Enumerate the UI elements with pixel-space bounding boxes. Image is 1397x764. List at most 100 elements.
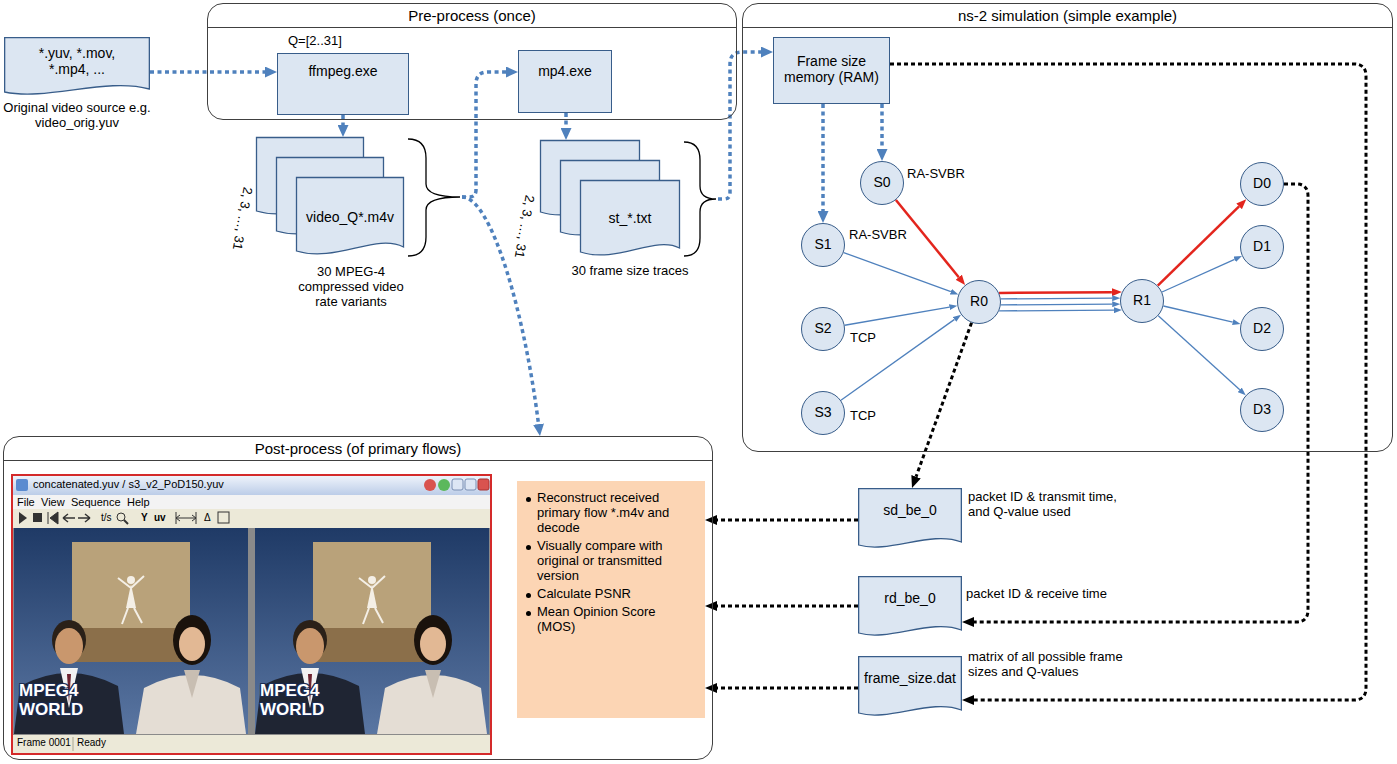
connector [999, 291, 1112, 294]
video-caption: MPEG4 WORLD [260, 682, 356, 719]
connector [718, 52, 761, 199]
status-text: Frame 0001 [17, 737, 71, 749]
brace [684, 142, 716, 256]
box-label: mp4.exe [519, 63, 611, 79]
connector [845, 307, 950, 325]
network-node: D0 [1240, 162, 1284, 206]
connector [341, 115, 345, 125]
toolbar-label: Y [141, 512, 148, 524]
connector [1162, 259, 1235, 292]
network-node: S3 [801, 391, 845, 435]
menu-bar [13, 495, 490, 509]
document-outline [859, 577, 962, 635]
back-icon [63, 514, 75, 522]
toolbar-label: Δ [204, 512, 211, 524]
document-shape [858, 656, 962, 718]
header-rule [208, 27, 736, 28]
play-icon [19, 512, 27, 524]
first-icon [48, 512, 58, 524]
status-divider [73, 737, 74, 751]
fit-icon [176, 512, 196, 524]
connector [999, 310, 1114, 312]
menu-item: View [41, 496, 65, 509]
menu-item: File [17, 496, 35, 509]
file-sheet [297, 178, 404, 254]
trace-file: rd_be_0packet ID & receive time [858, 576, 962, 638]
connector [564, 113, 568, 128]
status-bar [13, 735, 490, 753]
network-node: R1 [1120, 279, 1164, 323]
task-list: Reconstruct received primary flow *.m4v … [517, 481, 705, 718]
screenshot-window: concatenated.yuv / s3_v2_PoD150.yuvFile V… [11, 474, 492, 755]
connector [1001, 298, 1112, 300]
process-box: mp4.exe [518, 50, 612, 113]
file-types: *.yuv, *.mov, *.mp4, ... [22, 45, 132, 77]
file-name: video_Q*.m4v [296, 209, 404, 225]
app-icon [16, 479, 28, 491]
header-rule [743, 27, 1392, 28]
flow-type: RA-SVBR [849, 228, 907, 243]
title-button [424, 479, 436, 491]
flow-type: TCP [850, 409, 876, 424]
node-name: R0 [958, 293, 1000, 309]
bullet-dot [526, 545, 531, 550]
network-node: R0 [957, 280, 1001, 324]
menu-item: Sequence [71, 496, 121, 509]
stop-icon [33, 513, 42, 522]
connector [1001, 304, 1112, 306]
bullet-dot [526, 593, 531, 598]
trace-file: sd_be_0packet ID & transmit time, and Q-… [858, 488, 962, 550]
frame-area [13, 528, 490, 735]
node-name: D2 [1241, 320, 1283, 336]
connector [916, 323, 971, 477]
connector [462, 72, 506, 197]
connector [1158, 316, 1240, 390]
task-item: Visually compare with original or transm… [537, 539, 697, 584]
document-outline [859, 489, 962, 547]
file-sheet [581, 181, 680, 255]
bullet-dot [526, 611, 531, 616]
box-label: Frame size memory (RAM) [778, 53, 885, 85]
file-caption: Original video source e.g. video_orig.yu… [2, 101, 152, 131]
stage-panel: ns-2 simulation (simple example) Frame si… [742, 3, 1393, 452]
node-name: S2 [802, 320, 844, 336]
window-title: concatenated.yuv / s3_v2_PoD150.yuv [33, 478, 224, 491]
memory-box: Frame size memory (RAM) [773, 37, 890, 104]
variant-range: 2, 3, …, 31 [511, 193, 537, 258]
right-frame [255, 528, 489, 734]
file-note: packet ID & receive time [966, 587, 1156, 602]
connector [844, 253, 951, 292]
connector [880, 104, 884, 149]
variant-range: 2, 3, …, 31 [229, 185, 255, 250]
network-node: S0 [860, 161, 904, 205]
video-caption: MPEG4 WORLD [19, 682, 115, 719]
stack-caption: 30 MPEG-4 compressed video rate variants [291, 265, 411, 310]
file-note: matrix of all possible frame sizes and Q… [968, 650, 1133, 680]
network-node: D3 [1240, 388, 1284, 432]
flow-type: TCP [850, 331, 876, 346]
task-item: Calculate PSNR [537, 587, 697, 602]
file-name: frame_size.dat [858, 670, 962, 686]
panel-title: Pre-process (once) [208, 7, 736, 24]
minimize-button [452, 479, 463, 490]
menu-item: Help [127, 496, 150, 509]
stage-panel: Pre-process (once) Q=[2..31]ffmpeg.exe mp4… [207, 3, 737, 120]
box-label: ffmpeg.exe [278, 63, 408, 79]
toolbar [13, 509, 490, 528]
maximize-button [465, 479, 476, 490]
node-name: S1 [802, 236, 844, 252]
window-chrome [13, 476, 490, 753]
network-node: S1 [801, 223, 845, 267]
file-stack-sheets [257, 138, 680, 255]
document-shape [858, 576, 962, 638]
connector [1158, 206, 1239, 285]
header-rule [4, 460, 712, 461]
node-name: S3 [802, 404, 844, 420]
status-text: Ready [77, 737, 106, 749]
file-stack: st_*.txt30 frame size traces [540, 140, 718, 258]
bullet-dot [526, 497, 531, 502]
connector [974, 184, 1308, 622]
panel-title: ns-2 simulation (simple example) [743, 7, 1392, 24]
connector [717, 519, 858, 522]
process-box: Q=[2..31]ffmpeg.exe [277, 53, 409, 115]
